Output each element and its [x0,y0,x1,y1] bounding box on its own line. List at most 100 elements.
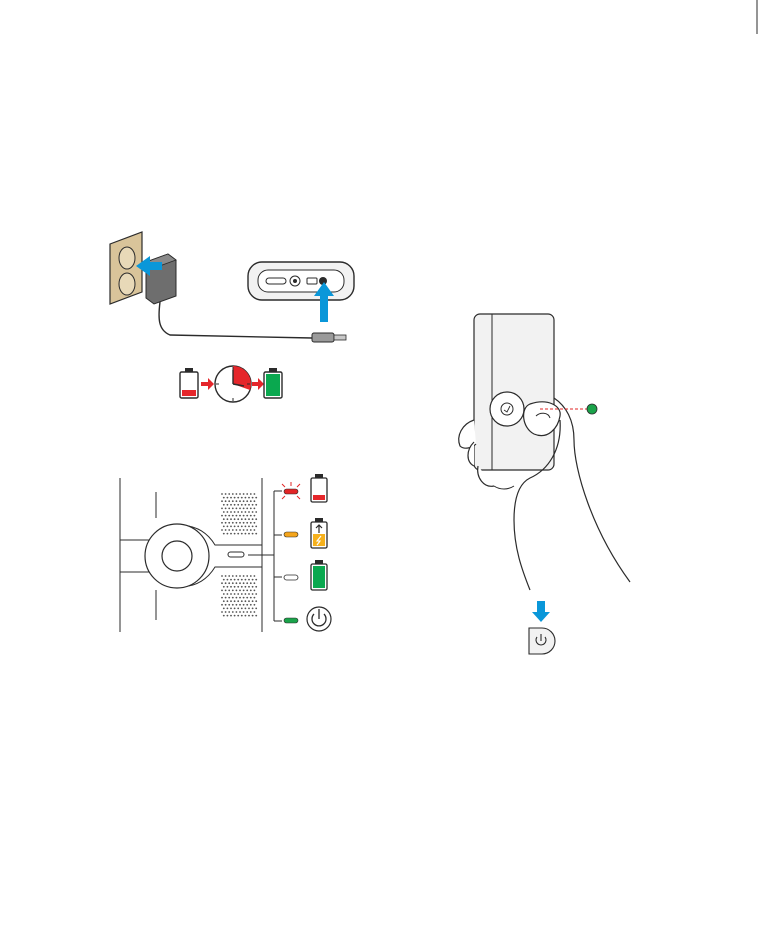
grille-dot [246,582,248,584]
grille-dot [230,533,232,535]
grille-dot [239,575,241,577]
grille-dot [245,579,247,581]
grille-dot [252,533,254,535]
timer-icon [215,366,251,402]
grille-dot [239,515,241,517]
grille-dot [225,500,227,502]
grille-dot [237,615,239,617]
grille-dot [252,504,254,506]
grille-dot [236,493,238,495]
grille-dot [228,590,230,592]
grille-dot [252,579,254,581]
grille-dot [236,500,238,502]
grille-dot [246,604,248,606]
grille-dot [221,493,223,495]
grille-dot [236,590,238,592]
grille-dot [225,515,227,517]
grille-dot [254,575,256,577]
battery-full-icon [264,368,282,398]
sequence-arrow-1 [201,378,214,390]
down-arrow-icon [532,601,550,622]
grille-dot [245,504,247,506]
grille-dot [221,500,223,502]
led-gray [284,575,298,580]
grille-dot [237,497,239,499]
grille-dot [239,582,241,584]
grille-dot [246,575,248,577]
wall-outlet-icon [110,232,142,304]
grille-dot [227,593,229,595]
grille-dot [255,586,257,588]
grille-dot [225,604,227,606]
grille-dot [223,579,225,581]
grille-dot [223,615,225,617]
grille-dot [221,590,223,592]
grille-dot [234,579,236,581]
grille-dot [254,515,256,517]
grille-dot [223,608,225,610]
grille-dot [241,518,243,520]
grille-dot [223,533,225,535]
grille-dot [236,522,238,524]
grille-dot [227,504,229,506]
grille-dot [246,590,248,592]
grille-dot [248,600,250,602]
grille-dot [250,508,252,510]
grille-dot [223,586,225,588]
grille-dot [243,590,245,592]
grille-dot [252,586,254,588]
grille-dot [225,582,227,584]
grille-dot [243,522,245,524]
grille-dot [221,508,223,510]
grille-dot [246,597,248,599]
grille-dot [254,611,256,613]
grille-dot [255,504,257,506]
speaker-grille-top [221,493,257,534]
grille-dot [243,515,245,517]
grille-dot [228,582,230,584]
grille-dot [252,526,254,528]
grille-dot [237,533,239,535]
grille-dot [223,526,225,528]
grille-dot [225,522,227,524]
grille-dot [246,493,248,495]
grille-dot [255,593,257,595]
grille-dot [228,604,230,606]
grille-dot [234,497,236,499]
grille-dot [248,579,250,581]
grille-dot [245,608,247,610]
grille-dot [227,518,229,520]
grille-dot [232,604,234,606]
grille-dot [239,604,241,606]
grille-dot [245,511,247,513]
grille-dot [252,608,254,610]
grille-dot [223,497,225,499]
power-icon [307,607,331,631]
grille-dot [225,597,227,599]
grille-dot [252,593,254,595]
grille-dot [241,526,243,528]
grille-dot [221,611,223,613]
speaker-grille-bottom [221,575,257,616]
grille-dot [230,504,232,506]
grille-dot [234,600,236,602]
grille-dot [232,508,234,510]
grille-dot [232,522,234,524]
grille-dot [227,533,229,535]
grille-dot [246,500,248,502]
grille-dot [225,529,227,531]
grille-dot [237,600,239,602]
grille-dot [232,529,234,531]
grille-dot [250,529,252,531]
grille-dot [230,593,232,595]
grille-dot [239,508,241,510]
grille-dot [254,597,256,599]
grille-dot [241,579,243,581]
grille-dot [221,515,223,517]
grille-dot [250,611,252,613]
grille-dot [252,518,254,520]
grille-dot [232,597,234,599]
grille-dot [243,611,245,613]
grille-dot [234,593,236,595]
grille-dot [228,597,230,599]
